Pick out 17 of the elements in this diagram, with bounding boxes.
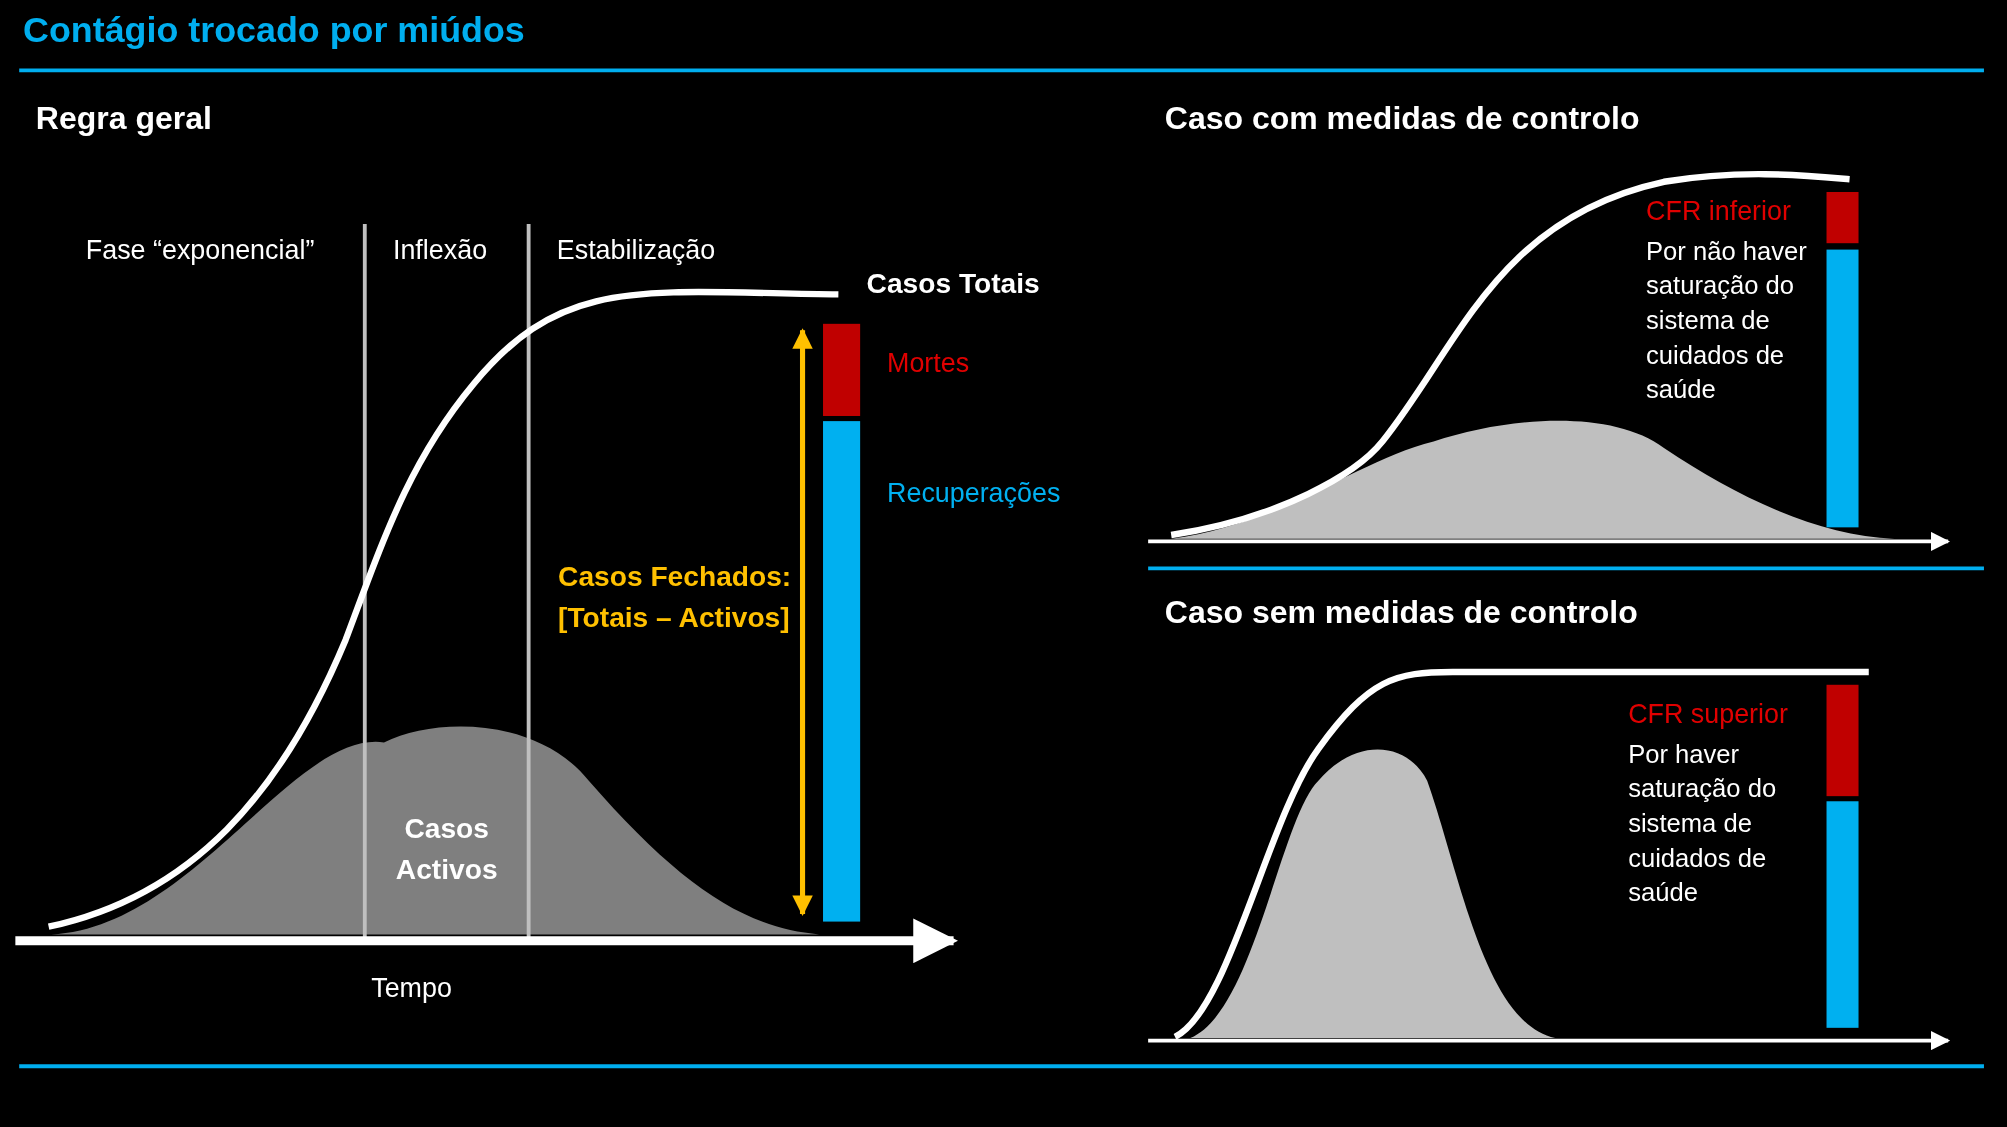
explanation-text: Por não haver saturação do sistema de cuidados de saúde bbox=[1646, 235, 1808, 406]
phase-label: Inflexão bbox=[392, 234, 488, 265]
page-title: Contágio trocado por miúdos bbox=[23, 10, 525, 52]
explanation-text: Por haver saturação do sistema de cuidados de saúde bbox=[1628, 738, 1778, 909]
recoveries-label: Recuperações bbox=[887, 477, 1061, 509]
axis-label: Tempo bbox=[371, 972, 452, 1004]
deaths-label: Mortes bbox=[887, 348, 970, 379]
active-cases-label: Casos Activos bbox=[394, 811, 499, 888]
ratio-label: CFR inferior bbox=[1646, 195, 1791, 227]
closed-cases-label: Casos Fechados: [Totais – Activos] bbox=[558, 559, 793, 636]
section-heading: Caso sem medidas de controlo bbox=[1164, 593, 1638, 632]
phase-label: Estabilização bbox=[556, 234, 716, 265]
phase-label: Fase “exponencial” bbox=[85, 234, 315, 265]
section-heading: Regra geral bbox=[35, 99, 212, 137]
ratio-label: CFR superior bbox=[1628, 698, 1788, 730]
section-heading: Caso com medidas de controlo bbox=[1164, 99, 1640, 137]
total-label: Casos Totais bbox=[866, 267, 1040, 301]
